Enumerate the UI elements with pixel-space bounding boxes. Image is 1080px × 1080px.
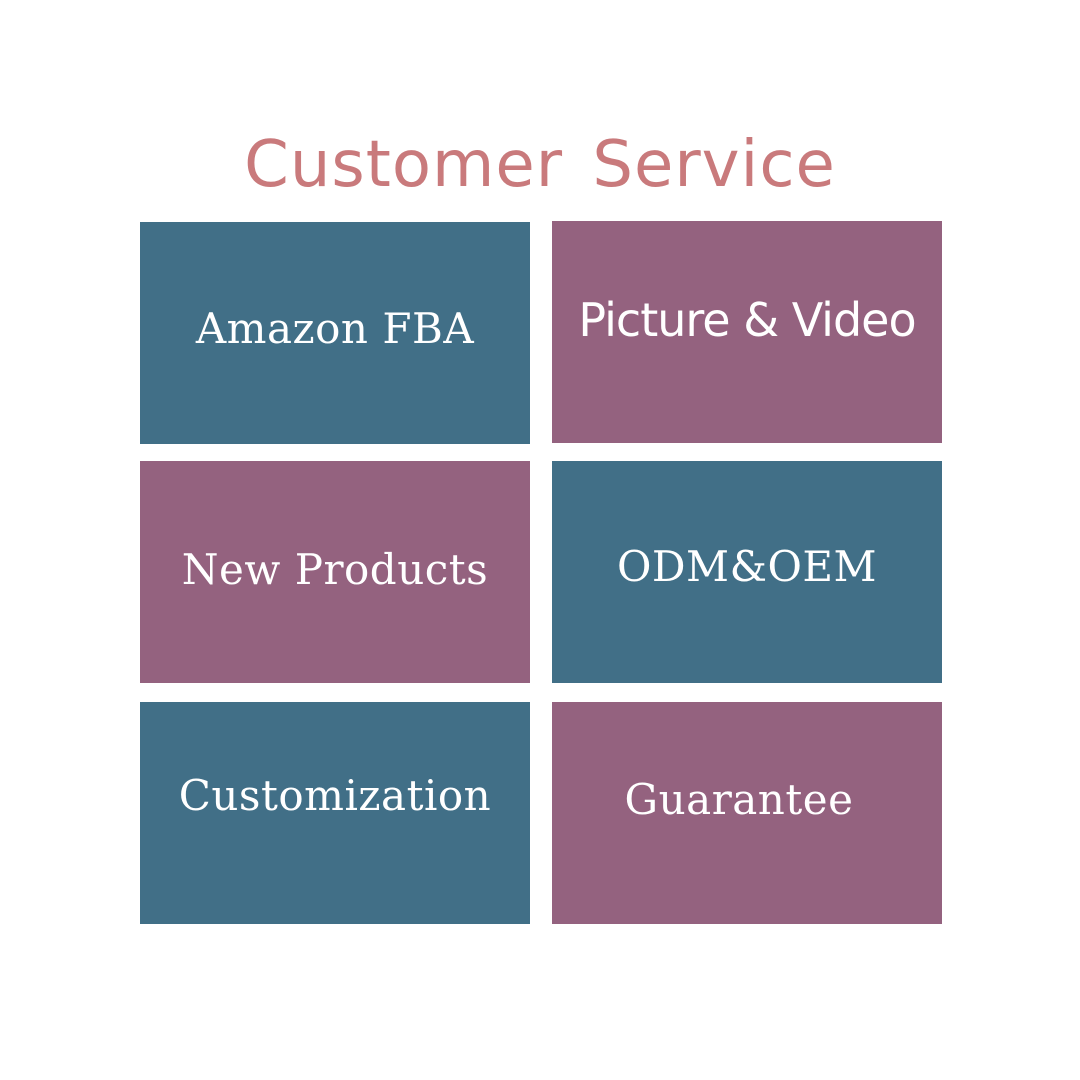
tile-odm-oem: ODM&OEM xyxy=(552,461,942,683)
tile-new-products: New Products xyxy=(140,461,530,683)
tile-label: ODM&OEM xyxy=(616,541,878,591)
tile-amazon-fba: Amazon FBA xyxy=(140,222,530,444)
tile-customization: Customization xyxy=(140,702,530,924)
tile-label: Customization xyxy=(178,770,492,820)
tile-label: Picture & Video xyxy=(578,293,916,347)
tile-label: Amazon FBA xyxy=(195,303,475,353)
tile-guarantee: Guarantee xyxy=(552,702,942,924)
page-title: Customer Service xyxy=(244,128,836,202)
tile-label: New Products xyxy=(181,544,489,594)
tile-picture-video: Picture & Video xyxy=(552,221,942,443)
tile-label: Guarantee xyxy=(624,774,854,824)
